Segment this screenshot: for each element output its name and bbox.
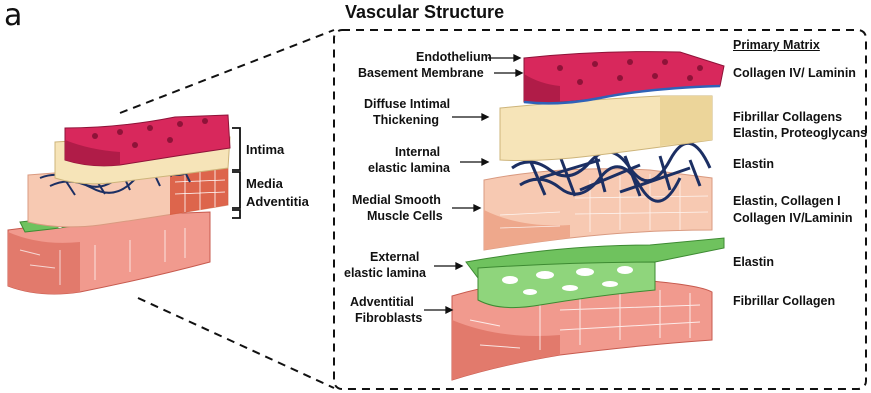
matrix-thickening-2: Elastin, Proteoglycans — [733, 126, 867, 141]
left-brackets — [232, 128, 240, 218]
matrix-header: Primary Matrix — [733, 38, 820, 52]
matrix-intima: Collagen IV/ Laminin — [733, 66, 856, 81]
zoom-line-bottom — [138, 298, 334, 388]
thickening-layer — [500, 96, 712, 161]
bracket-label-adventitia: Adventitia — [246, 194, 309, 209]
label-muscle-cells: Muscle Cells — [367, 209, 443, 224]
matrix-thickening-1: Fibrillar Collagens — [733, 110, 842, 125]
zoom-line-top — [120, 30, 334, 113]
panel-letter: a — [4, 0, 22, 33]
matrix-media-2: Collagen IV/Laminin — [733, 211, 852, 226]
bracket-label-media: Media — [246, 176, 283, 191]
matrix-media-1: Elastin, Collagen I — [733, 194, 841, 209]
label-basement-membrane: Basement Membrane — [358, 66, 484, 81]
label-internal: Internal — [395, 145, 440, 160]
label-diffuse-intimal: Diffuse Intimal — [364, 97, 450, 112]
label-thickening: Thickening — [373, 113, 439, 128]
matrix-adventitia: Fibrillar Collagen — [733, 294, 835, 309]
label-elastic-lamina-external: elastic lamina — [344, 266, 426, 281]
figure-title: Vascular Structure — [345, 2, 504, 23]
label-medial-smooth: Medial Smooth — [352, 193, 441, 208]
matrix-external-lamina: Elastin — [733, 255, 774, 270]
matrix-internal-lamina: Elastin — [733, 157, 774, 172]
label-elastic-lamina-internal: elastic lamina — [368, 161, 450, 176]
label-external: External — [370, 250, 419, 265]
endothelium-layer — [524, 52, 724, 103]
label-endothelium: Endothelium — [416, 50, 492, 65]
label-fibroblasts: Fibroblasts — [355, 311, 422, 326]
bracket-label-intima: Intima — [246, 142, 284, 157]
label-adventitial: Adventitial — [350, 295, 414, 310]
left-vessel-stack — [8, 115, 230, 294]
